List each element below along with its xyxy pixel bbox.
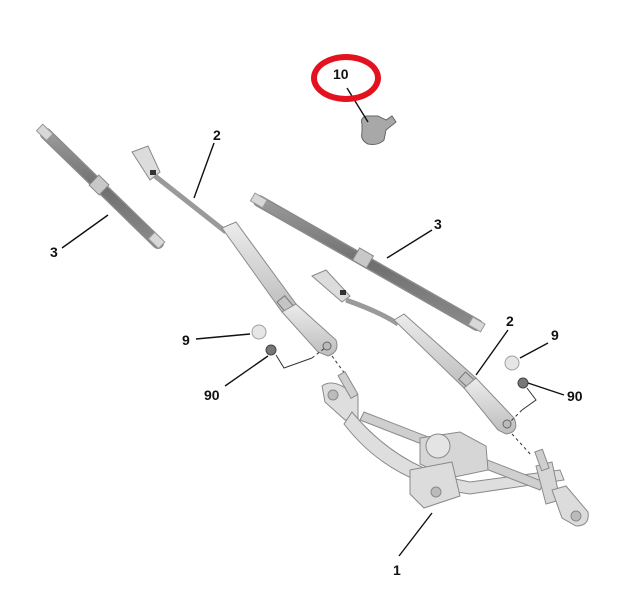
wiper-blade-right[interactable] — [249, 192, 486, 333]
callout-9-right[interactable]: 9 — [551, 327, 559, 343]
callout-90-left[interactable]: 90 — [204, 387, 220, 403]
callout-90-right[interactable]: 90 — [567, 388, 583, 404]
callout-3-left[interactable]: 3 — [50, 244, 58, 260]
wiper-blade-left[interactable] — [35, 123, 166, 250]
callout-1[interactable]: 1 — [393, 562, 401, 578]
callout-10[interactable]: 10 — [333, 66, 349, 82]
callout-2-left[interactable]: 2 — [213, 127, 221, 143]
wiper-motor-linkage[interactable] — [321, 371, 589, 527]
nut-left[interactable] — [265, 344, 277, 356]
assembly-guide-lines — [275, 346, 537, 457]
wiper-arm-left[interactable] — [131, 145, 338, 357]
callout-2-right[interactable]: 2 — [506, 313, 514, 329]
callout-9-left[interactable]: 9 — [182, 332, 190, 348]
nut-right[interactable] — [517, 377, 529, 389]
leader-lines — [61, 87, 565, 557]
cap-left[interactable] — [251, 324, 267, 340]
cap-right[interactable] — [504, 355, 520, 371]
rain-sensor[interactable] — [361, 115, 397, 145]
callout-3-right[interactable]: 3 — [434, 216, 442, 232]
wiper-arm-right[interactable] — [311, 269, 517, 435]
